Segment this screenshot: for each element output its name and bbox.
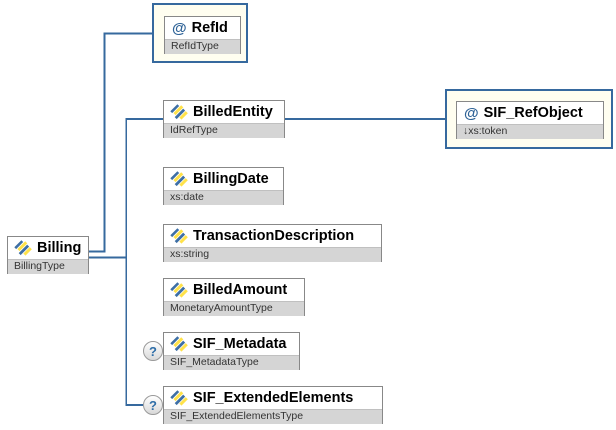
node-type: ↓xs:token [457, 124, 603, 139]
question-mark-icon: ? [149, 397, 157, 413]
element-node-sifmetadata[interactable]: SIF_Metadata SIF_MetadataType [163, 332, 300, 370]
element-icon [170, 390, 188, 406]
element-icon [14, 240, 32, 256]
element-node-sifextendedelements[interactable]: SIF_ExtendedElements SIF_ExtendedElement… [163, 386, 383, 424]
node-type: IdRefType [164, 123, 284, 138]
node-label: BilledAmount [193, 282, 288, 298]
node-label: SIF_RefObject [483, 105, 583, 121]
attribute-container-refid: @ RefId RefIdType [152, 3, 248, 63]
attribute-node-sifrefobject[interactable]: @ SIF_RefObject ↓xs:token [456, 101, 604, 139]
element-icon [170, 171, 188, 187]
element-icon [170, 228, 188, 244]
node-type: SIF_ExtendedElementsType [164, 409, 382, 424]
node-label: SIF_Metadata [193, 336, 287, 352]
attribute-at-icon: @ [172, 19, 187, 37]
node-type: SIF_MetadataType [164, 355, 299, 370]
attribute-container-sifrefobject: @ SIF_RefObject ↓xs:token [445, 89, 613, 149]
optional-indicator-sifmetadata: ? [143, 341, 163, 361]
element-node-billedamount[interactable]: BilledAmount MonetaryAmountType [163, 278, 305, 316]
connector-trunk [125, 118, 163, 406]
attribute-at-icon: @ [464, 104, 479, 122]
node-type: xs:date [164, 190, 283, 205]
node-type: xs:string [164, 247, 381, 262]
node-label: Billing [37, 240, 82, 256]
node-label: BilledEntity [193, 104, 273, 120]
node-label: BillingDate [193, 171, 269, 187]
optional-indicator-sifextendedelements: ? [143, 395, 163, 415]
element-icon [170, 336, 188, 352]
element-node-transactiondescription[interactable]: TransactionDescription xs:string [163, 224, 382, 262]
node-type: BillingType [8, 259, 88, 274]
element-node-billedentity[interactable]: BilledEntity IdRefType [163, 100, 285, 138]
element-icon [170, 104, 188, 120]
node-label: RefId [191, 20, 228, 36]
node-label: TransactionDescription [193, 228, 355, 244]
attribute-node-refid[interactable]: @ RefId RefIdType [164, 16, 241, 54]
node-type: RefIdType [165, 39, 240, 54]
connector-billing-to-refid [89, 32, 152, 253]
element-node-billing[interactable]: Billing BillingType [7, 236, 89, 274]
element-node-billingdate[interactable]: BillingDate xs:date [163, 167, 284, 205]
element-icon [170, 282, 188, 298]
node-type: MonetaryAmountType [164, 301, 304, 316]
node-label: SIF_ExtendedElements [193, 390, 354, 406]
question-mark-icon: ? [149, 343, 157, 359]
